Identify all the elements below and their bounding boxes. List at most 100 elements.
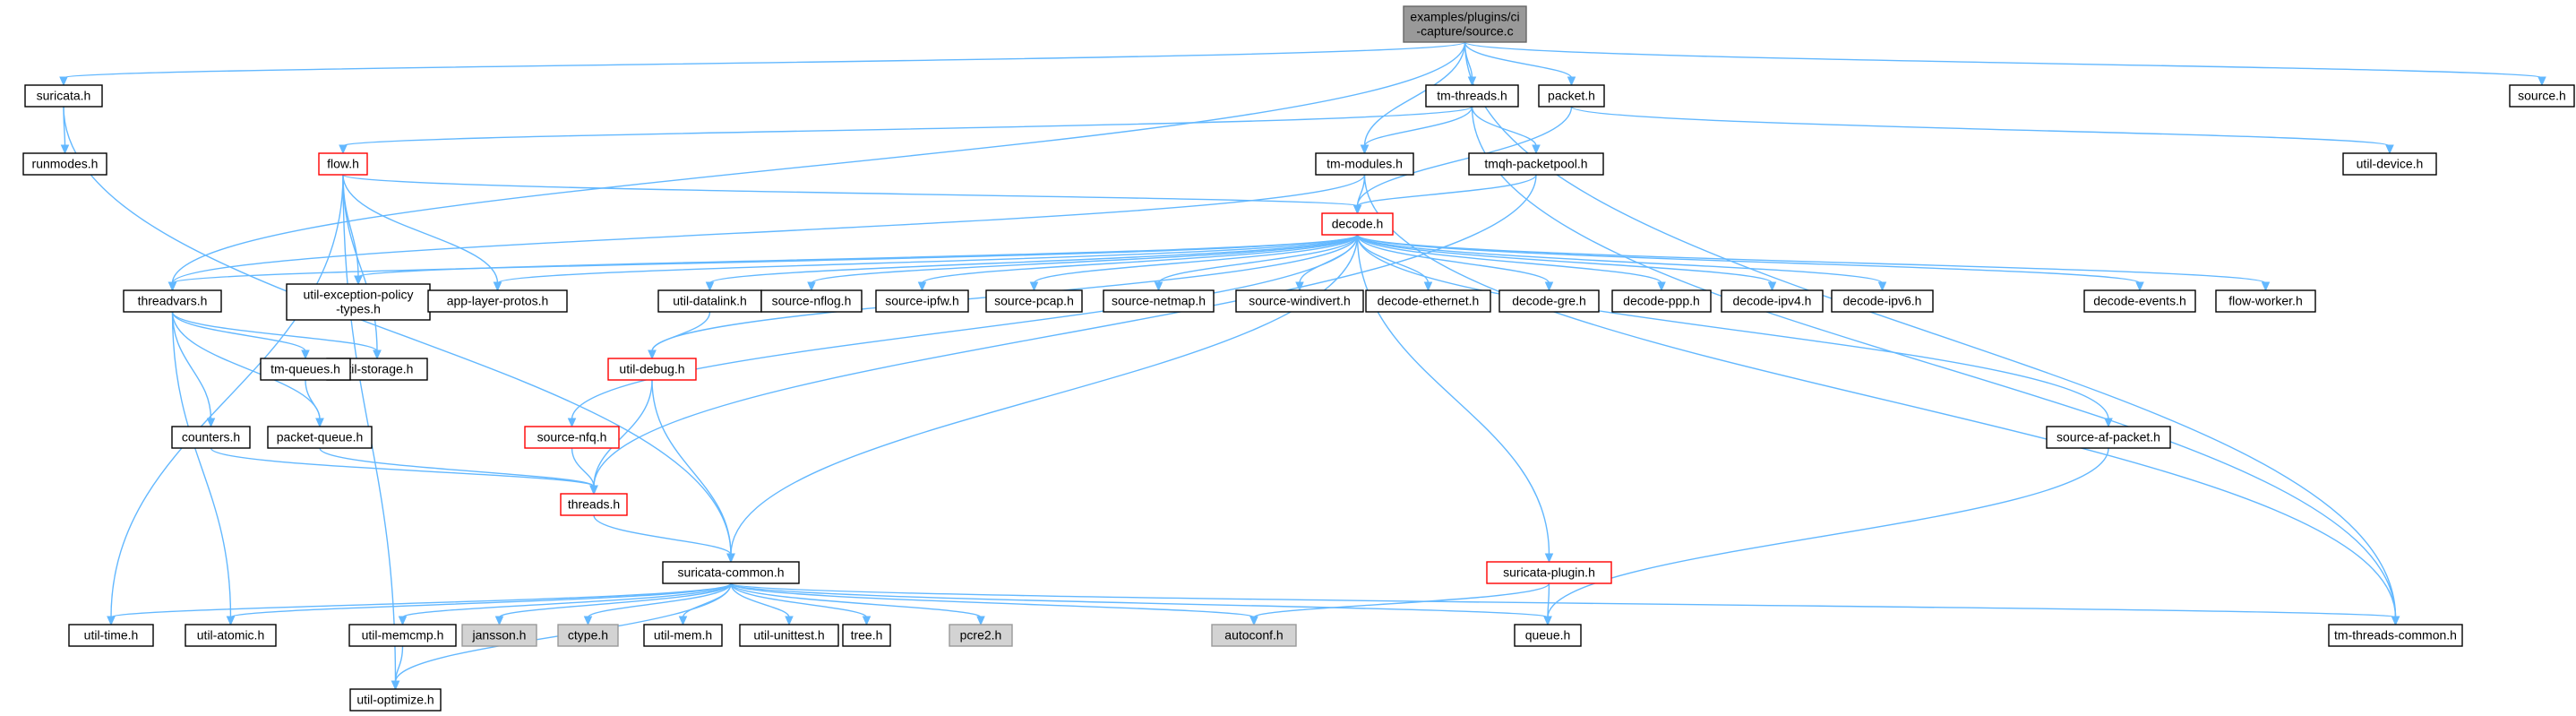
node-source-windivert-h[interactable]: source-windivert.h: [1235, 289, 1364, 313]
node-label: decode-ppp.h: [1623, 294, 1700, 308]
node-util-memcmp-h[interactable]: util-memcmp.h: [348, 624, 457, 647]
node-runmodes-h[interactable]: runmodes.h: [22, 152, 107, 176]
edge-arrowhead: [373, 349, 382, 360]
include-edge: [342, 174, 382, 360]
edge-line: [1356, 234, 1550, 284]
node-packet-queue-h[interactable]: packet-queue.h: [267, 426, 373, 449]
include-edge: [171, 311, 310, 360]
node-label: source.h: [2518, 89, 2566, 103]
node-packet-h[interactable]: packet.h: [1538, 84, 1605, 108]
include-edge: [1356, 234, 1887, 292]
node-jansson-h: jansson.h: [461, 624, 537, 647]
node-decode-gre-h[interactable]: decode-gre.h: [1498, 289, 1600, 313]
node-source-netmap-h[interactable]: source-netmap.h: [1103, 289, 1215, 313]
edge-arrowhead: [2261, 281, 2271, 292]
node-box: [2046, 426, 2171, 449]
node-pcre2-h: pcre2.h: [949, 624, 1013, 647]
include-edge: [63, 106, 735, 564]
include-edge: [1543, 447, 2109, 626]
edge-line: [171, 41, 1466, 284]
include-edge: [730, 582, 872, 626]
node-flow-h[interactable]: flow.h: [318, 152, 368, 176]
node-source-af-packet-h[interactable]: source-af-packet.h: [2046, 426, 2171, 449]
node-label: tm-threads.h: [1437, 89, 1507, 103]
node-flow-worker-h[interactable]: flow-worker.h: [2215, 289, 2316, 313]
edge-arrowhead: [315, 418, 324, 428]
node-util-exception-policy-types-h[interactable]: util-exception-policy-types.h: [286, 283, 431, 321]
node-label: -types.h: [336, 302, 381, 316]
node-util-datalink-h[interactable]: util-datalink.h: [657, 289, 762, 313]
node-app-layer-protos-h[interactable]: app-layer-protos.h: [427, 289, 568, 313]
node-label: util-memcmp.h: [362, 628, 444, 643]
edge-line: [921, 234, 1359, 284]
node-source-ipfw-h[interactable]: source-ipfw.h: [875, 289, 969, 313]
node-util-mem-h[interactable]: util-mem.h: [643, 624, 723, 647]
node-box: [949, 624, 1013, 647]
node-tm-modules-h[interactable]: tm-modules.h: [1315, 152, 1414, 176]
include-edge: [319, 447, 598, 496]
node-tm-queues-h[interactable]: tm-queues.h: [260, 358, 351, 381]
edge-arrowhead: [648, 349, 657, 360]
include-edge: [1464, 41, 2546, 87]
node-tm-threads-common-h[interactable]: tm-threads-common.h: [2328, 624, 2463, 647]
node-suricata-common-h[interactable]: suricata-common.h: [662, 561, 800, 584]
node-label: examples/plugins/ci: [1410, 10, 1519, 24]
edge-line: [571, 447, 595, 487]
include-edge: [1029, 234, 1359, 292]
edge-arrowhead: [807, 281, 816, 292]
edge-line: [651, 379, 732, 556]
node-tmqh-packetpool-h[interactable]: tmqh-packetpool.h: [1468, 152, 1604, 176]
node-label: util-optimize.h: [356, 693, 434, 707]
node-decode-h[interactable]: decode.h: [1321, 212, 1394, 236]
node-label: source-af-packet.h: [2057, 430, 2160, 444]
edge-line: [730, 582, 982, 618]
node-tree-h[interactable]: tree.h: [842, 624, 891, 647]
node-box: [1498, 289, 1600, 313]
node-util-debug-h[interactable]: util-debug.h: [607, 358, 697, 381]
node-tm-threads-h[interactable]: tm-threads.h: [1425, 84, 1519, 108]
node-source-nflog-h[interactable]: source-nflog.h: [760, 289, 863, 313]
node-decode-ipv6-h[interactable]: decode-ipv6.h: [1831, 289, 1934, 313]
include-edge: [1471, 106, 1541, 155]
node-threads-h[interactable]: threads.h: [560, 493, 628, 516]
node-box: [1321, 212, 1394, 236]
node-counters-h[interactable]: counters.h: [171, 426, 251, 449]
node-util-unittest-h[interactable]: util-unittest.h: [739, 624, 839, 647]
node-decode-ethernet-h[interactable]: decode-ethernet.h: [1365, 289, 1491, 313]
node-suricata-plugin-h[interactable]: suricata-plugin.h: [1486, 561, 1612, 584]
node-decode-ppp-h[interactable]: decode-ppp.h: [1611, 289, 1712, 313]
node-box: [260, 358, 351, 381]
node-suricata-h[interactable]: suricata.h: [24, 84, 103, 108]
node-util-device-h[interactable]: util-device.h: [2342, 152, 2437, 176]
node-layer: examples/plugins/ci-capture/source.csuri…: [22, 5, 2575, 712]
node-source-nfq-h[interactable]: source-nfq.h: [524, 426, 620, 449]
edge-line: [110, 174, 344, 618]
node-util-time-h[interactable]: util-time.h: [68, 624, 154, 647]
node-source-pcap-h[interactable]: source-pcap.h: [985, 289, 1083, 313]
node-box: [2083, 289, 2196, 313]
include-edge: [59, 41, 1466, 87]
edge-arrowhead: [493, 281, 502, 292]
edge-arrowhead: [862, 616, 872, 626]
edge-line: [171, 311, 232, 618]
edge-line: [1356, 234, 1550, 556]
node-label: util-unittest.h: [753, 628, 824, 643]
edge-line: [305, 379, 321, 420]
edge-line: [1157, 234, 1359, 284]
node-queue-h[interactable]: queue.h: [1514, 624, 1582, 647]
node-source-h[interactable]: source.h: [2509, 84, 2575, 108]
node-decode-events-h[interactable]: decode-events.h: [2083, 289, 2196, 313]
node-box: [171, 426, 251, 449]
edge-arrowhead: [1543, 616, 1552, 626]
node-decode-ipv4-h[interactable]: decode-ipv4.h: [1721, 289, 1824, 313]
node-box: [1721, 289, 1824, 313]
node-threadvars-h[interactable]: threadvars.h: [123, 289, 222, 313]
node-label: source-windivert.h: [1249, 294, 1351, 308]
node-box: [1365, 289, 1491, 313]
node-autoconf-h: autoconf.h: [1211, 624, 1297, 647]
node-label: suricata-plugin.h: [1503, 565, 1595, 580]
edge-line: [730, 582, 790, 618]
node-util-atomic-h[interactable]: util-atomic.h: [185, 624, 277, 647]
node-util-optimize-h[interactable]: util-optimize.h: [349, 688, 442, 712]
edge-line: [1253, 582, 1550, 618]
